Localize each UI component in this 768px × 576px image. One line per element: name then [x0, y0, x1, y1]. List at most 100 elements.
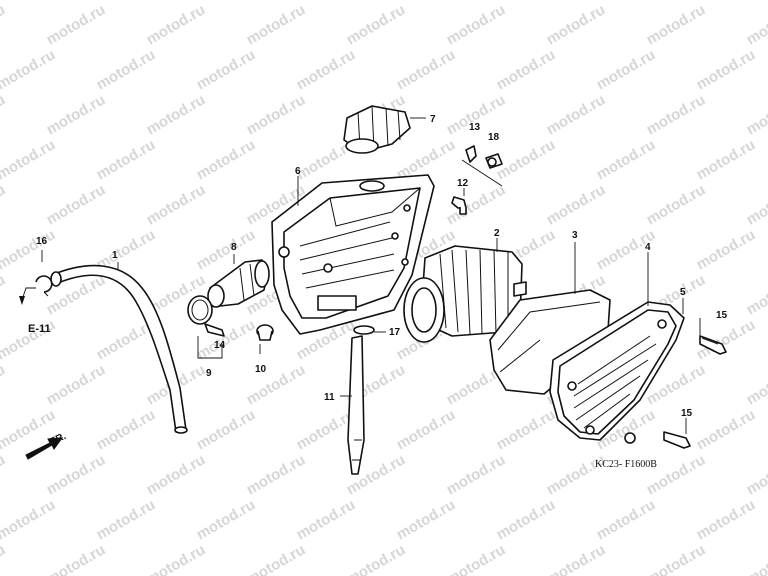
watermark-text: motod.ru: [594, 136, 659, 183]
watermark-text: motod.ru: [0, 1, 8, 48]
callout-10: 10: [255, 364, 267, 375]
watermark-text: motod.ru: [694, 46, 759, 93]
drain-plug: [256, 324, 274, 341]
callout-1: 1: [112, 250, 118, 261]
cover-bolt-lower: [663, 431, 691, 449]
callout-3: 3: [572, 230, 578, 241]
watermark-text: motod.ru: [494, 46, 559, 93]
flange-bolt-18: [485, 153, 503, 169]
watermark-text: motod.ru: [0, 91, 8, 138]
watermark-text: motod.ru: [244, 1, 309, 48]
watermark-text: motod.ru: [394, 0, 459, 3]
watermark-text: motod.ru: [0, 271, 8, 318]
watermark-text: motod.ru: [694, 226, 759, 273]
watermark-text: motod.ru: [594, 496, 659, 543]
watermark-text: motod.ru: [0, 541, 8, 576]
watermark-text: motod.ru: [544, 541, 609, 576]
watermark-text: motod.ru: [644, 181, 709, 228]
watermark-text: motod.ru: [644, 541, 709, 576]
watermark-text: motod.ru: [494, 0, 559, 3]
watermark-text: motod.ru: [194, 46, 259, 93]
watermark-text: motod.ru: [94, 46, 159, 93]
watermark-text: motod.ru: [144, 181, 209, 228]
callout-15-upper: 15: [716, 310, 728, 321]
watermark-text: motod.ru: [744, 91, 768, 138]
watermark-text: motod.ru: [0, 496, 58, 543]
watermark-text: motod.ru: [144, 451, 209, 498]
watermark-text: motod.ru: [0, 361, 8, 408]
watermark-text: motod.ru: [444, 1, 509, 48]
breather-tube: [50, 264, 188, 434]
watermark-text: motod.ru: [194, 136, 259, 183]
section-ref-label: E-11: [28, 323, 51, 335]
air-cleaner-cover: [557, 309, 677, 444]
watermark-text: motod.ru: [644, 91, 709, 138]
watermark-text: motod.ru: [0, 451, 8, 498]
watermark-text: motod.ru: [144, 91, 209, 138]
watermark-text: motod.ru: [144, 541, 209, 576]
watermark-text: motod.ru: [94, 406, 159, 453]
watermark-text: motod.ru: [244, 361, 309, 408]
watermark-text: motod.ru: [0, 181, 8, 228]
watermark-text: motod.ru: [744, 541, 768, 576]
watermark-text: motod.ru: [694, 406, 759, 453]
bolt-12: [451, 196, 467, 215]
watermark-text: motod.ru: [594, 46, 659, 93]
callout-12: 12: [457, 178, 469, 189]
watermark-text: motod.ru: [444, 541, 509, 576]
direction-label: FR.: [49, 431, 68, 448]
collar-13: [465, 145, 477, 163]
watermark-text: motod.ru: [294, 46, 359, 93]
watermark-text: motod.ru: [244, 451, 309, 498]
callout-9: 9: [206, 368, 212, 379]
cover-bolt-upper: [699, 335, 727, 355]
callout-5: 5: [680, 287, 686, 298]
watermark-text: motod.ru: [44, 541, 109, 576]
watermark-text: motod.ru: [744, 361, 768, 408]
watermark-text: motod.ru: [444, 451, 509, 498]
callout-17: 17: [389, 327, 401, 338]
watermark-text: motod.ru: [694, 0, 759, 3]
watermark-text: motod.ru: [294, 0, 359, 3]
callout-2: 2: [494, 228, 500, 239]
drain-tube: [347, 335, 365, 475]
drain-clip: [353, 325, 375, 335]
leader-lines: [41, 117, 701, 434]
callout-16: 16: [36, 236, 48, 247]
callout-8: 8: [231, 242, 237, 253]
watermark-text: motod.ru: [144, 1, 209, 48]
figure-code: KC23- F1600B: [595, 459, 657, 470]
watermark-text: motod.ru: [44, 361, 109, 408]
watermark-text: motod.ru: [94, 0, 159, 3]
watermark-text: motod.ru: [94, 136, 159, 183]
watermark-text: motod.ru: [194, 0, 259, 3]
watermark-text: motod.ru: [244, 91, 309, 138]
callout-6: 6: [295, 166, 301, 177]
watermark-text: motod.ru: [94, 496, 159, 543]
watermark-text: motod.ru: [594, 0, 659, 3]
watermark-text: motod.ru: [744, 271, 768, 318]
watermark-text: motod.ru: [44, 1, 109, 48]
tube-clip: [35, 275, 53, 297]
watermark-text: motod.ru: [394, 496, 459, 543]
watermark-text: motod.ru: [0, 46, 58, 93]
watermark-text: motod.ru: [294, 496, 359, 543]
callout-18: 18: [488, 132, 500, 143]
watermark-text: motod.ru: [744, 181, 768, 228]
watermark-text: motod.ru: [544, 91, 609, 138]
callout-7: 7: [430, 114, 436, 125]
watermark-text: motod.ru: [644, 1, 709, 48]
watermark-text: motod.ru: [344, 541, 409, 576]
callout-11: 11: [324, 392, 335, 403]
watermark-text: motod.ru: [494, 496, 559, 543]
watermark-text: motod.ru: [744, 1, 768, 48]
watermark-text: motod.ru: [194, 406, 259, 453]
callout-13: 13: [469, 122, 481, 133]
watermark-text: motod.ru: [694, 136, 759, 183]
direction-arrow: [25, 437, 64, 460]
callout-14: 14: [214, 340, 226, 351]
case-cover-seal: [343, 105, 411, 154]
watermark-text: motod.ru: [0, 226, 58, 273]
watermark-text: motod.ru: [744, 451, 768, 498]
